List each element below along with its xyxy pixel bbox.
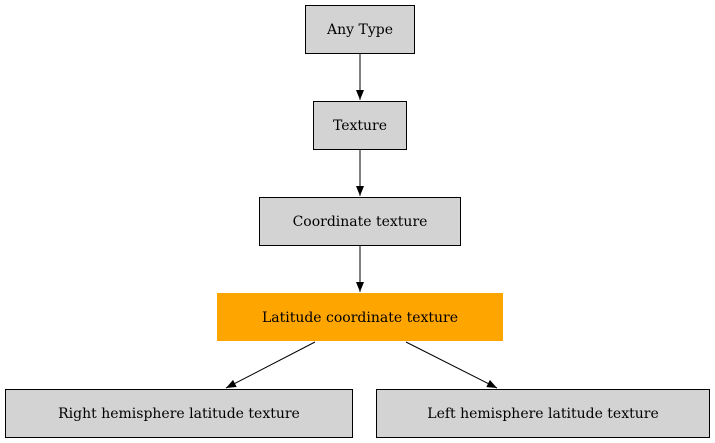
- node-label: Latitude coordinate texture: [262, 310, 458, 326]
- node-any-type[interactable]: Any Type: [305, 5, 415, 54]
- node-label: Coordinate texture: [293, 214, 428, 230]
- node-label: Texture: [333, 118, 387, 134]
- node-label: Left hemisphere latitude texture: [427, 406, 658, 422]
- node-coordinate-texture[interactable]: Coordinate texture: [259, 197, 461, 246]
- node-label: Right hemisphere latitude texture: [58, 406, 300, 422]
- node-texture[interactable]: Texture: [313, 101, 407, 150]
- edge-latitude-to-right-hemisphere: [225, 341, 316, 389]
- node-right-hemisphere-latitude-texture[interactable]: Right hemisphere latitude texture: [5, 389, 353, 438]
- node-left-hemisphere-latitude-texture[interactable]: Left hemisphere latitude texture: [376, 389, 710, 438]
- node-latitude-coordinate-texture[interactable]: Latitude coordinate texture: [217, 293, 503, 341]
- node-label: Any Type: [326, 22, 393, 38]
- edges: [225, 53, 498, 389]
- edge-latitude-to-left-hemisphere: [405, 341, 498, 389]
